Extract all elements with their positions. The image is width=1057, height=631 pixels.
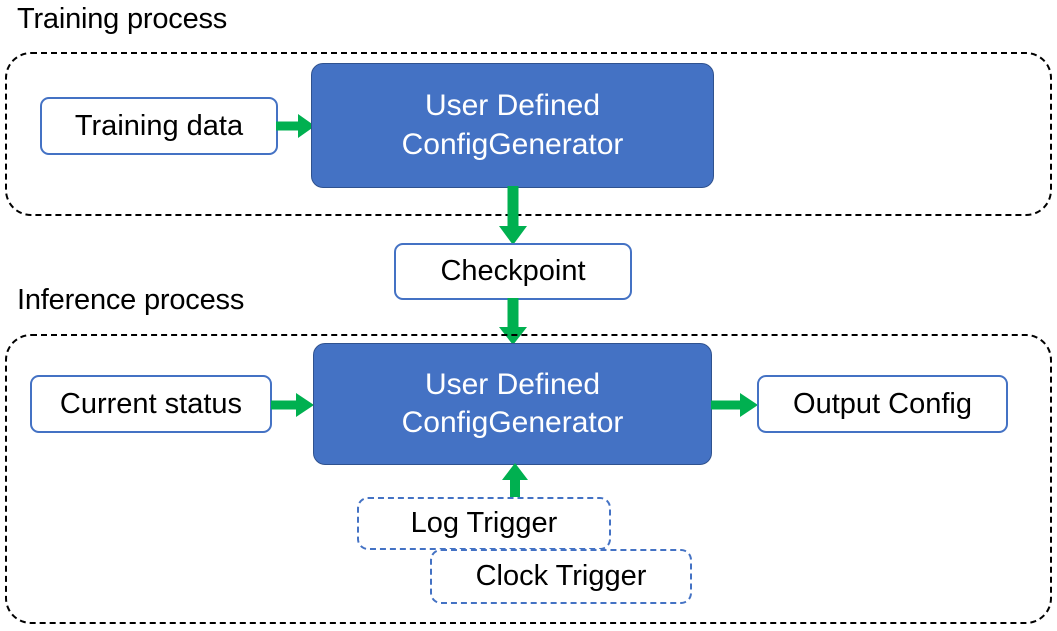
current-status-label: Current status	[59, 387, 243, 420]
log-trigger-box[interactable]: Log Trigger	[357, 497, 611, 550]
training-generator-line1: User Defined	[424, 89, 601, 123]
checkpoint-box[interactable]: Checkpoint	[394, 243, 632, 300]
inference-generator-line1: User Defined	[424, 367, 601, 401]
training-config-generator-box[interactable]: User Defined ConfigGenerator	[311, 63, 714, 188]
training-generator-line2: ConfigGenerator	[401, 127, 624, 161]
output-config-box[interactable]: Output Config	[757, 375, 1008, 433]
inference-config-generator-box[interactable]: User Defined ConfigGenerator	[313, 343, 712, 465]
training-data-label: Training data	[74, 109, 244, 142]
output-config-label: Output Config	[793, 387, 972, 420]
training-process-title: Training process	[17, 3, 228, 35]
clock-trigger-label: Clock Trigger	[475, 560, 647, 593]
clock-trigger-box[interactable]: Clock Trigger	[430, 549, 692, 604]
training-data-box[interactable]: Training data	[40, 97, 278, 155]
current-status-box[interactable]: Current status	[30, 375, 272, 433]
inference-generator-line2: ConfigGenerator	[401, 406, 624, 439]
training-process-container	[5, 52, 1052, 216]
log-trigger-label: Log Trigger	[410, 507, 558, 540]
inference-process-title: Inference process	[17, 284, 245, 316]
inference-process-container	[5, 334, 1052, 624]
checkpoint-label: Checkpoint	[440, 255, 586, 288]
